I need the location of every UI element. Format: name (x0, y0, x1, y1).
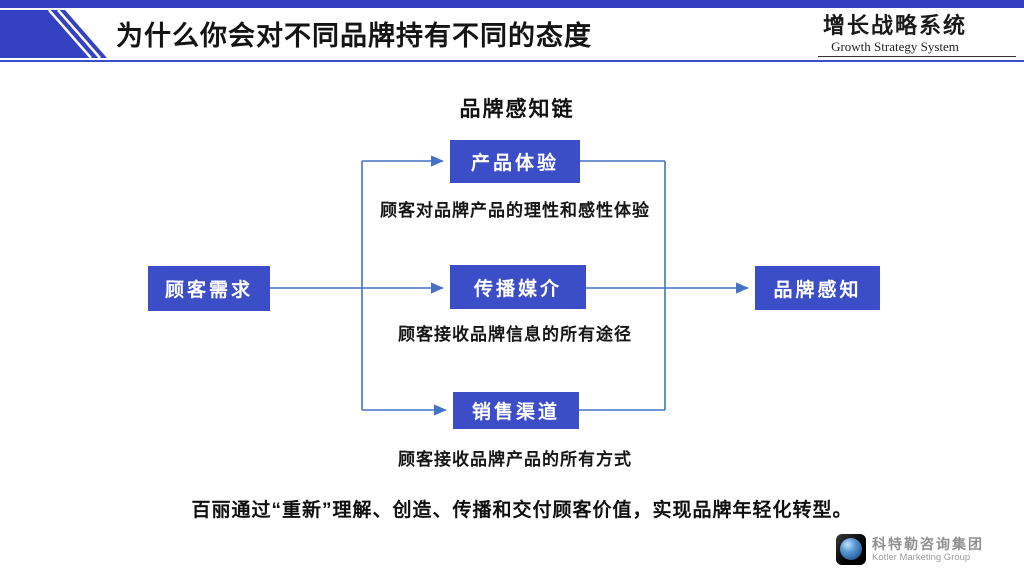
footer-logo-text: 科特勒咨询集团 Kotler Marketing Group (872, 536, 984, 564)
page-title: 为什么你会对不同品牌持有不同的态度 (116, 21, 592, 51)
box-communication-media: 传播媒介 (450, 265, 586, 309)
kotler-logo-icon (836, 534, 866, 565)
globe-icon (840, 538, 862, 560)
header-decoration-shape (0, 10, 107, 58)
caption-product-experience: 顾客对品牌产品的理性和感性体验 (380, 201, 650, 220)
footer-logo: 科特勒咨询集团 Kotler Marketing Group (836, 534, 984, 565)
summary-statement: 百丽通过“重新”理解、创造、传播和交付顾客价值，实现品牌年轻化转型。 (191, 500, 853, 521)
footer-logo-cn: 科特勒咨询集团 (872, 535, 984, 552)
brand-name-en: Growth Strategy System (831, 39, 959, 54)
caption-communication-media: 顾客接收品牌信息的所有途径 (398, 325, 632, 344)
caption-sales-channel: 顾客接收品牌产品的所有方式 (398, 450, 632, 469)
header-divider (0, 60, 1024, 62)
brand-name-cn: 增长战略系统 (822, 13, 967, 38)
box-product-experience: 产品体验 (450, 140, 580, 183)
box-sales-channel: 销售渠道 (453, 392, 579, 429)
box-customer-needs: 顾客需求 (148, 266, 270, 311)
top-accent-bar (0, 0, 1024, 8)
footer-logo-en: Kotler Marketing Group (872, 551, 971, 563)
brand-block: 增长战略系统 Growth Strategy System (800, 13, 990, 54)
brand-underline (818, 56, 1016, 57)
box-brand-perception: 品牌感知 (755, 266, 880, 310)
diagram-title: 品牌感知链 (459, 98, 575, 121)
